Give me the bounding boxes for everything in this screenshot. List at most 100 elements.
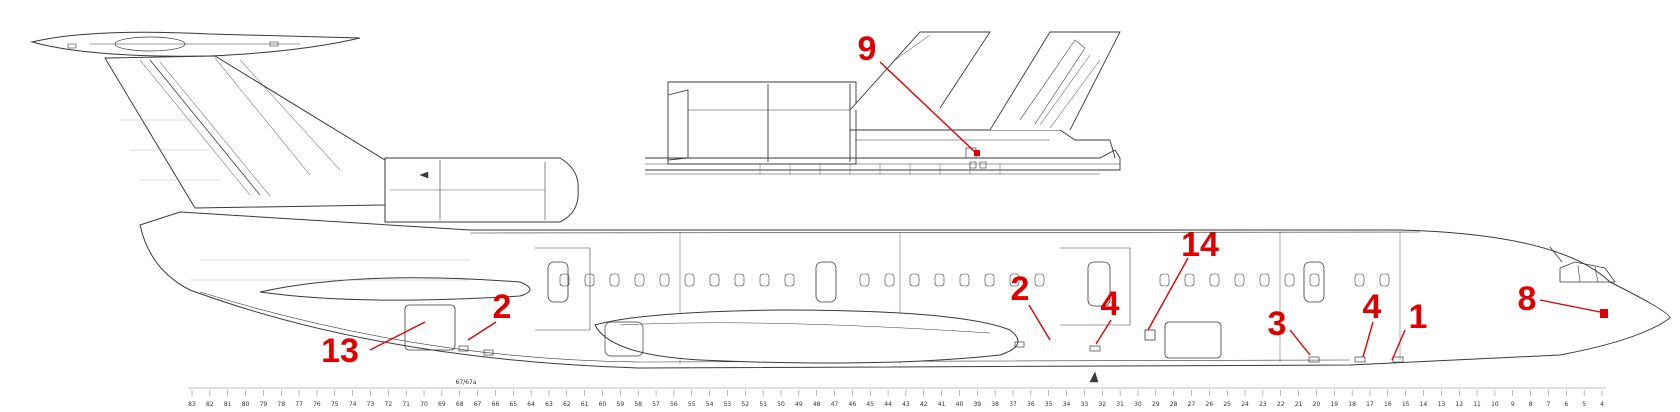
frame-number: 58 bbox=[634, 401, 642, 408]
frame-number: 42 bbox=[920, 401, 928, 408]
frame-number: 65 bbox=[509, 401, 517, 408]
vertical-fin bbox=[104, 55, 386, 209]
frame-number: 38 bbox=[991, 401, 999, 408]
marker-8 bbox=[1600, 309, 1608, 318]
frame-number: 45 bbox=[866, 401, 874, 408]
frame-number: 47 bbox=[831, 401, 839, 408]
frame-number: 82 bbox=[206, 401, 214, 408]
frame-number: 83 bbox=[188, 401, 196, 408]
frame-number: 67 bbox=[474, 401, 482, 408]
inset-detail-view bbox=[645, 31, 1121, 175]
frame-number: 39 bbox=[973, 401, 981, 408]
frame-number: 46 bbox=[849, 401, 857, 408]
frame-number: 29 bbox=[1152, 401, 1160, 408]
frame-number: 61 bbox=[581, 401, 589, 408]
window-row bbox=[559, 273, 1390, 287]
frame-number: 51 bbox=[759, 401, 767, 408]
fuselage bbox=[139, 211, 1671, 369]
frame-number: 12 bbox=[1455, 401, 1463, 408]
rear-belly-hatch bbox=[404, 304, 456, 351]
frame-number: 37 bbox=[1009, 401, 1017, 408]
frame-number: 27 bbox=[1188, 401, 1196, 408]
door-mid bbox=[815, 261, 837, 303]
callout-leaders bbox=[369, 61, 1601, 361]
frame-number: 34 bbox=[1063, 401, 1071, 408]
frame-number: 28 bbox=[1170, 401, 1178, 408]
frame-number: 43 bbox=[902, 401, 910, 408]
frame-number: 60 bbox=[599, 401, 607, 408]
frame-number: 77 bbox=[295, 401, 303, 408]
frame-number: 73 bbox=[367, 401, 375, 408]
frame-number: 53 bbox=[724, 401, 732, 408]
frame-number: 25 bbox=[1223, 401, 1231, 408]
frame-number: 36 bbox=[1027, 401, 1035, 408]
frame-number: 7 bbox=[1547, 401, 1551, 408]
cockpit-windows bbox=[1559, 261, 1616, 283]
callout-numbers: 1 2 2 3 4 4 8 9 13 14 bbox=[321, 30, 1536, 370]
frame-number: 33 bbox=[1081, 401, 1089, 408]
frame-number: 16 bbox=[1384, 401, 1392, 408]
frame-number: 69 bbox=[438, 401, 446, 408]
frame-number: 11 bbox=[1473, 401, 1481, 408]
frame-number: 71 bbox=[402, 401, 410, 408]
frame-number: 10 bbox=[1491, 401, 1499, 408]
callout-2b: 2 bbox=[1011, 270, 1030, 308]
callout-4a: 4 bbox=[1363, 288, 1382, 326]
aux-frame-label: 67/67a bbox=[456, 379, 477, 386]
frame-number: 50 bbox=[777, 401, 785, 408]
frame-number: 40 bbox=[956, 401, 964, 408]
frame-number: 17 bbox=[1366, 401, 1374, 408]
frame-number: 24 bbox=[1241, 401, 1249, 408]
frame-number: 81 bbox=[224, 401, 232, 408]
frame-number: 54 bbox=[706, 401, 714, 408]
callout-14: 14 bbox=[1181, 226, 1219, 264]
frame-number: 72 bbox=[385, 401, 393, 408]
door-rear bbox=[547, 261, 569, 303]
frame-number: 30 bbox=[1134, 401, 1142, 408]
frame-number: 63 bbox=[545, 401, 553, 408]
aircraft-profile bbox=[30, 31, 1671, 383]
callout-2a: 2 bbox=[493, 288, 512, 326]
frame-number: 26 bbox=[1206, 401, 1214, 408]
frame-number: 20 bbox=[1313, 401, 1321, 408]
frame-number: 78 bbox=[277, 401, 285, 408]
frame-number: 64 bbox=[527, 401, 535, 408]
frame-number: 35 bbox=[1045, 401, 1053, 408]
rear-fairing bbox=[259, 277, 531, 301]
frame-number: 80 bbox=[242, 401, 250, 408]
frame-number: 52 bbox=[741, 401, 749, 408]
callout-4b: 4 bbox=[1101, 285, 1120, 323]
marker-9 bbox=[974, 150, 980, 156]
frame-number: 15 bbox=[1402, 401, 1410, 408]
frame-number: 4 bbox=[1600, 401, 1604, 408]
callout-13: 13 bbox=[321, 332, 359, 370]
frame-number: 41 bbox=[938, 401, 946, 408]
frame-number: 57 bbox=[652, 401, 660, 408]
frame-number: 13 bbox=[1438, 401, 1446, 408]
frame-number: 6 bbox=[1564, 401, 1568, 408]
frame-number: 55 bbox=[688, 401, 696, 408]
frame-number: 56 bbox=[670, 401, 678, 408]
frame-number: 48 bbox=[813, 401, 821, 408]
frame-number: 21 bbox=[1295, 401, 1303, 408]
frame-number: 49 bbox=[795, 401, 803, 408]
frame-number: 70 bbox=[420, 401, 428, 408]
callout-8: 8 bbox=[1518, 280, 1537, 318]
frame-number: 14 bbox=[1420, 401, 1428, 408]
frame-number: 74 bbox=[349, 401, 357, 408]
frame-number: 59 bbox=[617, 401, 625, 408]
frame-number: 32 bbox=[1098, 401, 1106, 408]
frame-number: 19 bbox=[1330, 401, 1338, 408]
frame-number: 5 bbox=[1582, 401, 1586, 408]
door-service bbox=[1087, 261, 1111, 307]
frame-number: 68 bbox=[456, 401, 464, 408]
main-wing bbox=[594, 309, 1019, 364]
cargo-hatch bbox=[1164, 321, 1222, 359]
callout-9: 9 bbox=[858, 30, 877, 68]
frame-number: 18 bbox=[1348, 401, 1356, 408]
frame-number: 79 bbox=[260, 401, 268, 408]
frame-number: 62 bbox=[563, 401, 571, 408]
